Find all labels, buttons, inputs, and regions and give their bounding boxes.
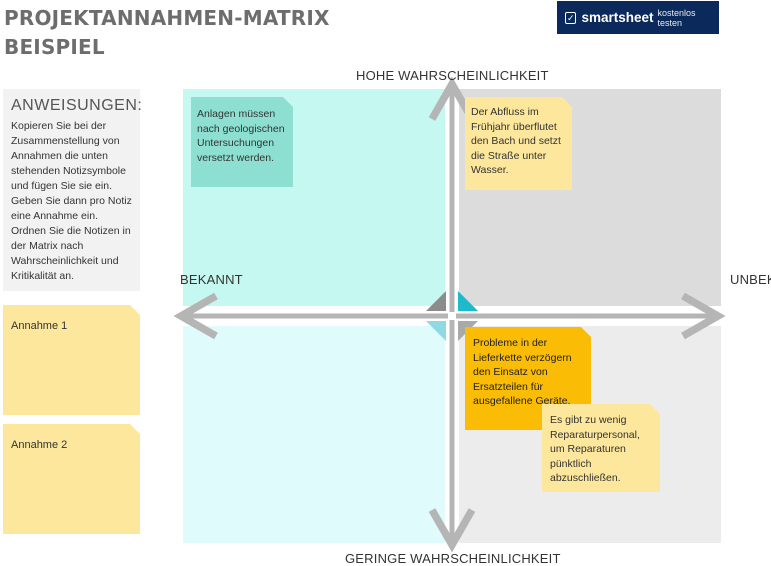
sticky-note-top-left[interactable]: Anlagen müssen nach geologischen Untersu…: [191, 97, 293, 187]
smartsheet-banner[interactable]: ✓ smartsheet kostenlos testen: [557, 1, 719, 34]
page-title: PROJEKTANNAHMEN-MATRIX BEISPIEL: [4, 4, 330, 62]
quadrant-bottom-left: [183, 326, 445, 543]
axis-label-low-probability: GERINGE WAHRSCHEINLICHKEIT: [345, 551, 561, 566]
sticky-note-bottom-right-1[interactable]: Probleme in der Lieferkette verzögern de…: [465, 327, 591, 430]
brand-cta: kostenlos testen: [657, 7, 696, 28]
axis-label-unknown: UNBEK: [730, 272, 771, 287]
sticky-note-assumption-1[interactable]: Annahme 1: [3, 305, 140, 415]
instructions-heading: ANWEISUNGEN:: [11, 97, 143, 114]
axis-label-high-probability: HOHE WAHRSCHEINLICHKEIT: [356, 68, 549, 83]
checkmark-icon: ✓: [565, 11, 577, 24]
center-triangle-top-left: [426, 291, 446, 311]
sticky-note-bottom-right-2[interactable]: Es gibt zu wenig Reparaturpersonal, um R…: [542, 404, 660, 492]
center-triangle-bottom-left: [426, 321, 446, 341]
title-line-1: PROJEKTANNAHMEN-MATRIX: [4, 6, 330, 30]
axis-label-known: BEKANNT: [180, 272, 243, 287]
brand-name: smartsheet: [581, 10, 654, 25]
instructions-panel: ANWEISUNGEN: Kopieren Sie bei der Zusamm…: [3, 89, 143, 291]
sticky-note-top-right[interactable]: Der Abfluss im Frühjahr überflutet den B…: [465, 97, 572, 190]
center-triangle-top-right: [458, 291, 478, 311]
instructions-text: Kopieren Sie bei der Zusammenstellung vo…: [11, 120, 132, 282]
title-line-2: BEISPIEL: [4, 35, 105, 59]
sticky-note-assumption-2[interactable]: Annahme 2: [3, 424, 140, 534]
